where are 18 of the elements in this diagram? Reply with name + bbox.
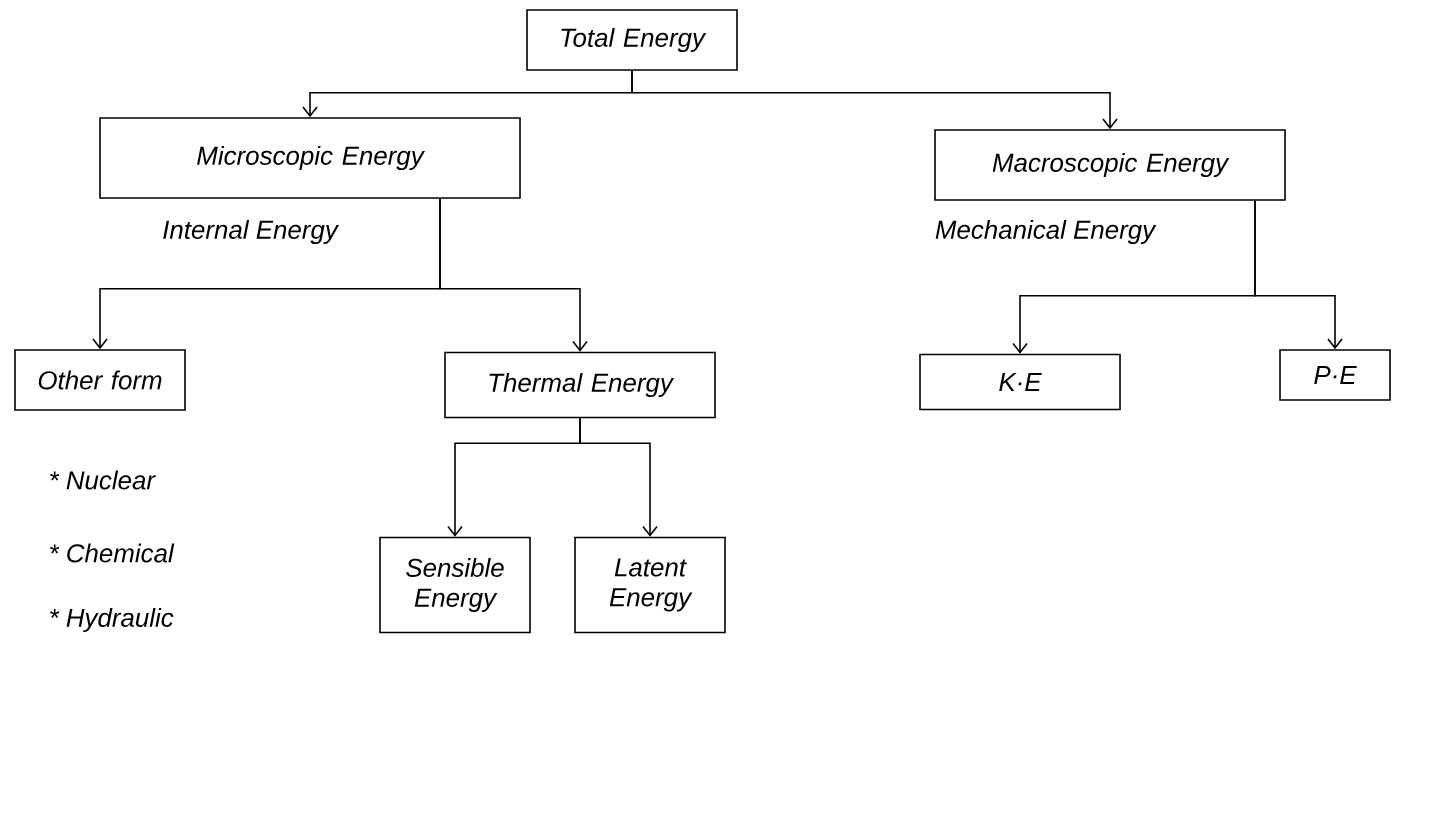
list-item: * Nuclear <box>50 470 156 490</box>
beside-label: Mechanical Energy <box>935 219 1157 245</box>
energy-box: Other form <box>14 349 186 411</box>
energy-box: Thermal Energy <box>444 351 716 419</box>
list-item: * Chemical <box>50 543 175 563</box>
energy-box: Total Energy <box>526 9 738 71</box>
arrow <box>1254 200 1343 350</box>
arrow <box>631 70 1118 130</box>
energy-box: Macroscopic Energy <box>934 129 1286 201</box>
arrow <box>579 417 658 537</box>
arrow <box>439 198 588 352</box>
energy-box: Latent Energy <box>574 536 726 634</box>
list-item: * Hydraulic <box>50 607 174 633</box>
energy-box: Microscopic Energy <box>99 117 521 199</box>
energy-box: Sensible Energy <box>379 536 531 634</box>
energy-box: K·E <box>919 353 1121 411</box>
energy-box: P·E <box>1279 349 1391 401</box>
beside-label: Internal Energy <box>163 219 340 245</box>
